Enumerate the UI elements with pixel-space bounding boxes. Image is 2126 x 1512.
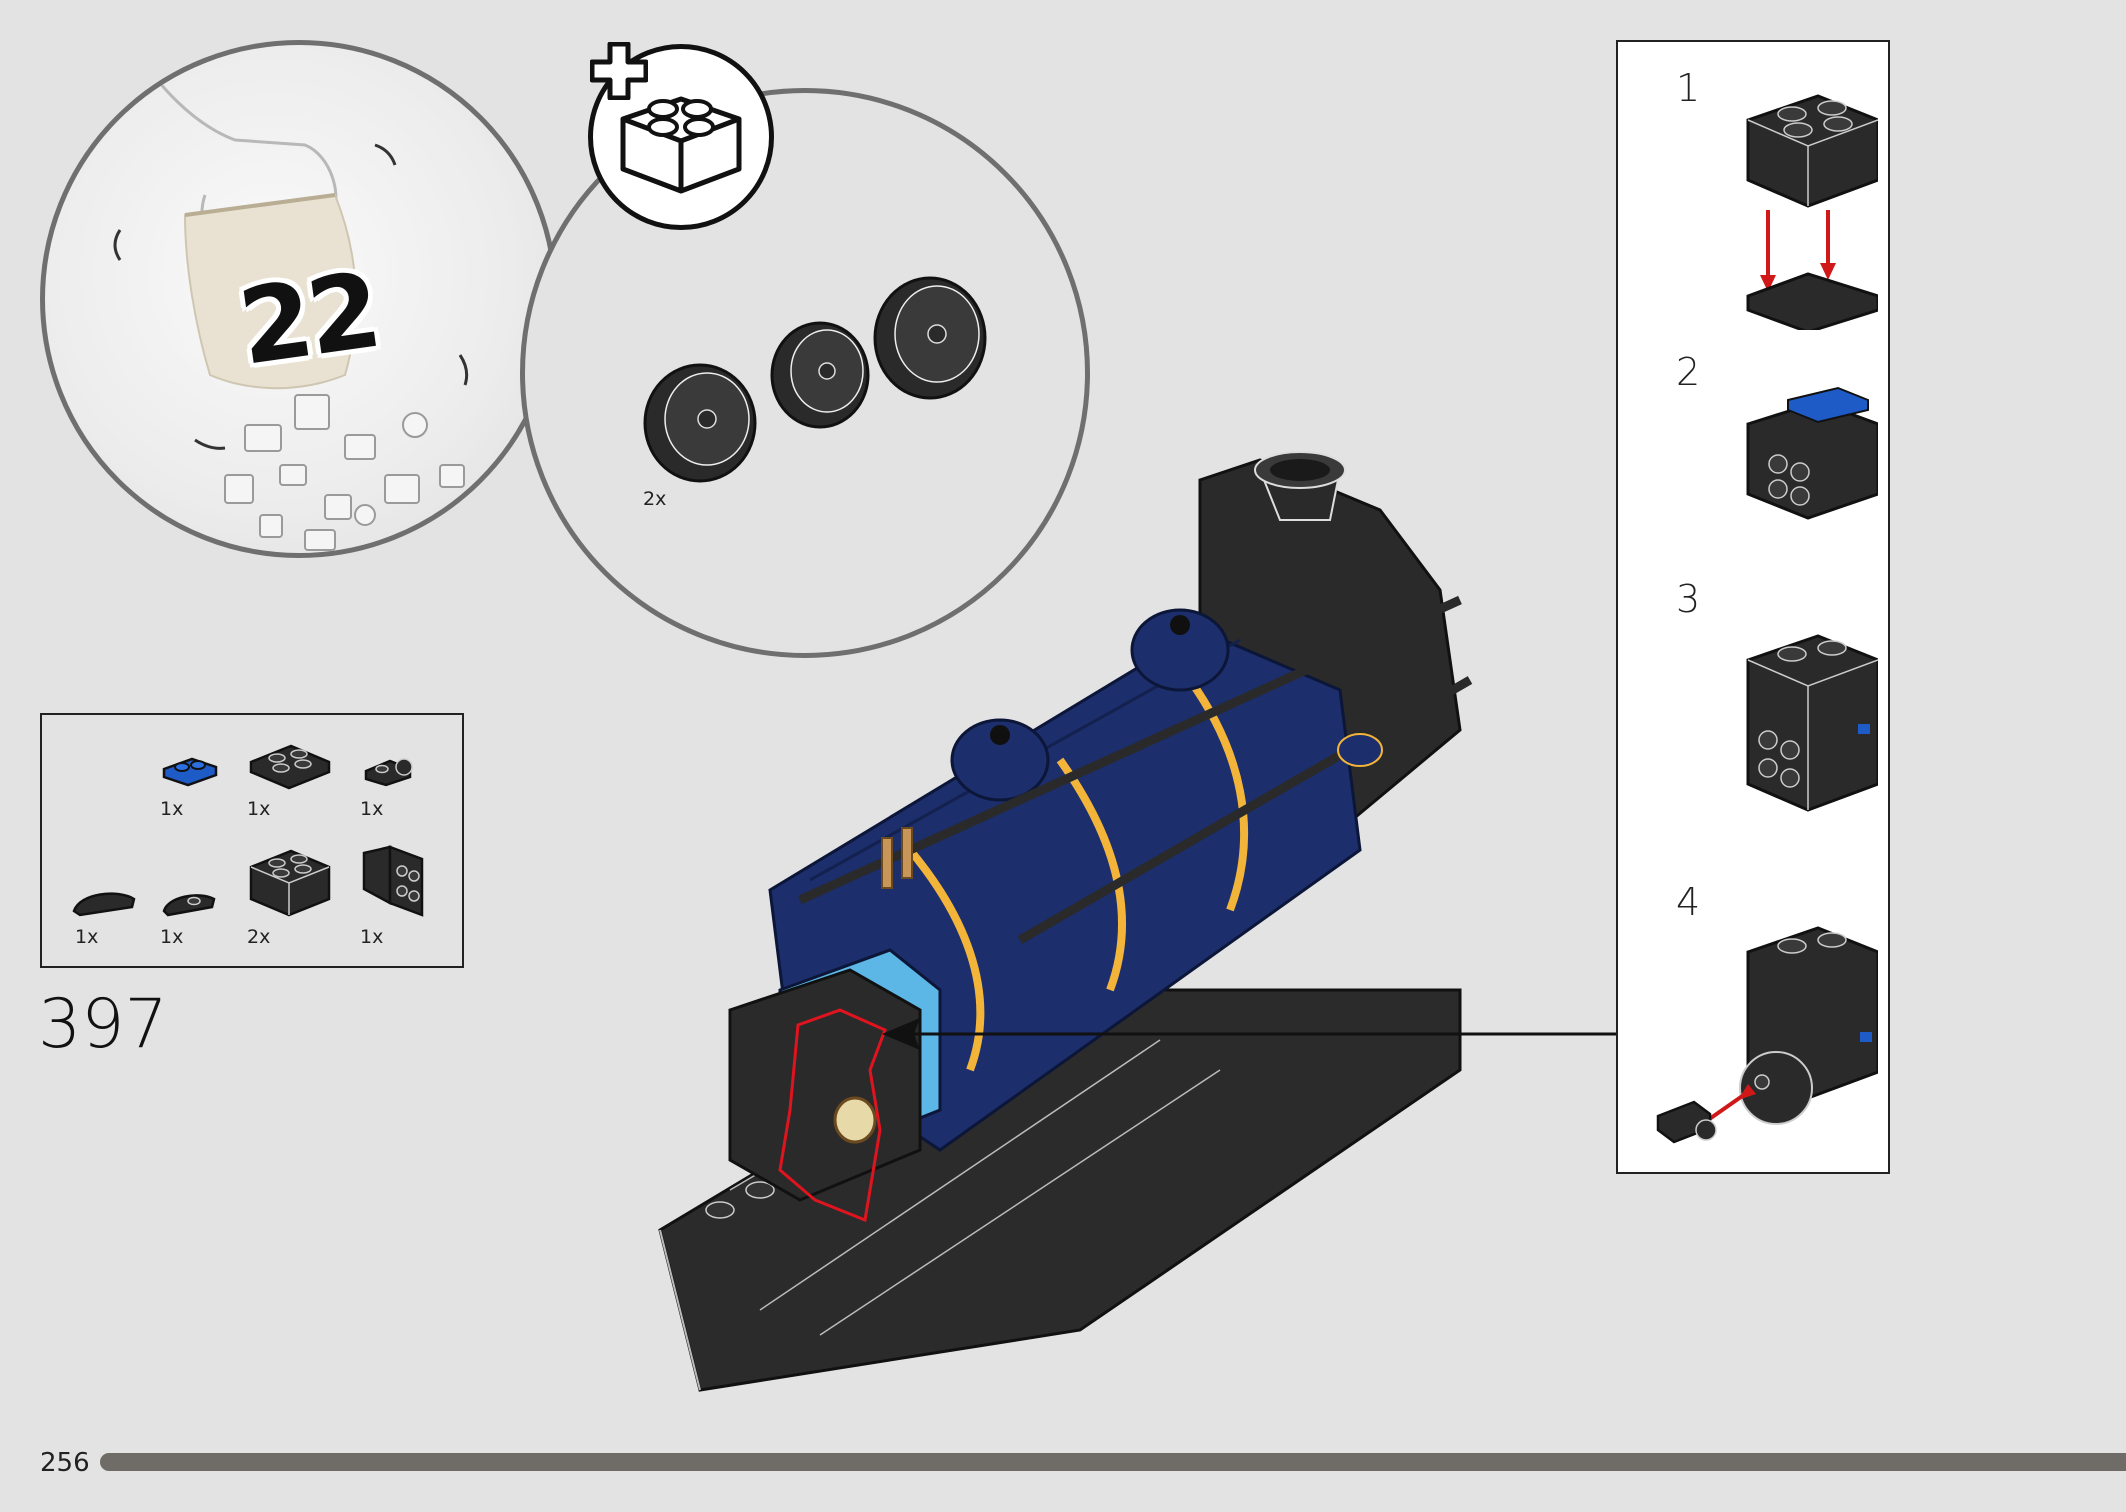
- sub-step-number: 2: [1676, 350, 1701, 394]
- black-plate-2x2-icon: [249, 744, 331, 790]
- part-qty-label: 1x: [360, 798, 384, 820]
- step-number: 397: [38, 985, 168, 1064]
- part-qty-label: 1x: [247, 798, 271, 820]
- sub-assembly-callout: 1 2 3 4: [1616, 40, 1890, 1174]
- black-brick-2x2-icon: [249, 849, 331, 917]
- wheel-qty-label: 2x: [643, 488, 667, 510]
- wheel-icon: [770, 321, 870, 429]
- black-plate-clip-icon: [364, 758, 413, 787]
- wheel-icon: [643, 363, 757, 483]
- sub-step-number: 1: [1676, 66, 1701, 110]
- sub-step-number: 4: [1676, 880, 1701, 924]
- new-parts-circle: 2x: [520, 88, 1090, 658]
- callout-pointer-arrow: [882, 1018, 1616, 1050]
- bag-open-circle: [40, 40, 558, 558]
- brick-2x2-icon: [620, 96, 742, 194]
- blue-plate-1x2-icon: [162, 757, 218, 787]
- black-round-tile-half-icon: [72, 892, 136, 917]
- part-qty-label: 2x: [247, 926, 271, 948]
- black-round-plate-half-icon: [162, 894, 216, 917]
- hand-with-bag-illustration: [113, 45, 469, 551]
- substep-3-illustration: [1746, 634, 1878, 812]
- part-qty-label: 1x: [360, 926, 384, 948]
- sub-step-number: 3: [1676, 577, 1701, 621]
- substep-1-illustration: [1746, 94, 1878, 330]
- black-bracket-studs-icon: [362, 845, 424, 917]
- page-number: 256: [40, 1448, 90, 1478]
- substep-4-illustration: [1656, 926, 1878, 1144]
- page-progress-bar: [100, 1453, 2126, 1471]
- locomotive-model-illustration: [658, 451, 1473, 1392]
- part-qty-label: 1x: [75, 926, 99, 948]
- substep-2-illustration: [1746, 386, 1878, 520]
- part-qty-label: 1x: [160, 798, 184, 820]
- bag-number: 22: [232, 248, 385, 389]
- wheel-icon: [873, 276, 987, 400]
- parts-list: 1x 1x 1x 1x 1x 2x 1x: [40, 713, 464, 968]
- wheel-parts-illustration: [643, 276, 987, 483]
- plus-icon: [590, 42, 648, 100]
- part-qty-label: 1x: [160, 926, 184, 948]
